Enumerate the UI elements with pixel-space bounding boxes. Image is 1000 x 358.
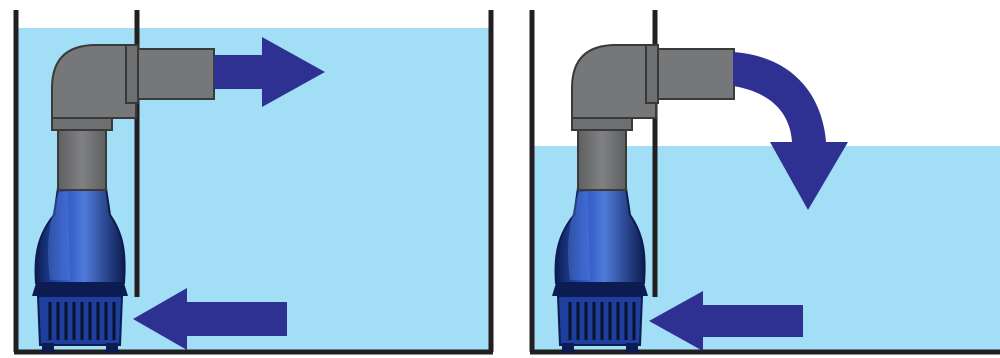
tank-icon [529,10,1000,355]
left-panel [13,10,494,355]
inflow-arrow-icon [649,291,803,351]
outflow-arrow-icon [214,37,325,107]
outflow-arrow-icon [733,52,848,210]
tank-icon [13,10,494,355]
inflow-arrow-icon [133,288,287,350]
pump-icon [552,187,648,353]
elbow-pipe-icon [571,44,735,191]
right-panel [529,10,1000,355]
pump-icon [32,187,128,353]
